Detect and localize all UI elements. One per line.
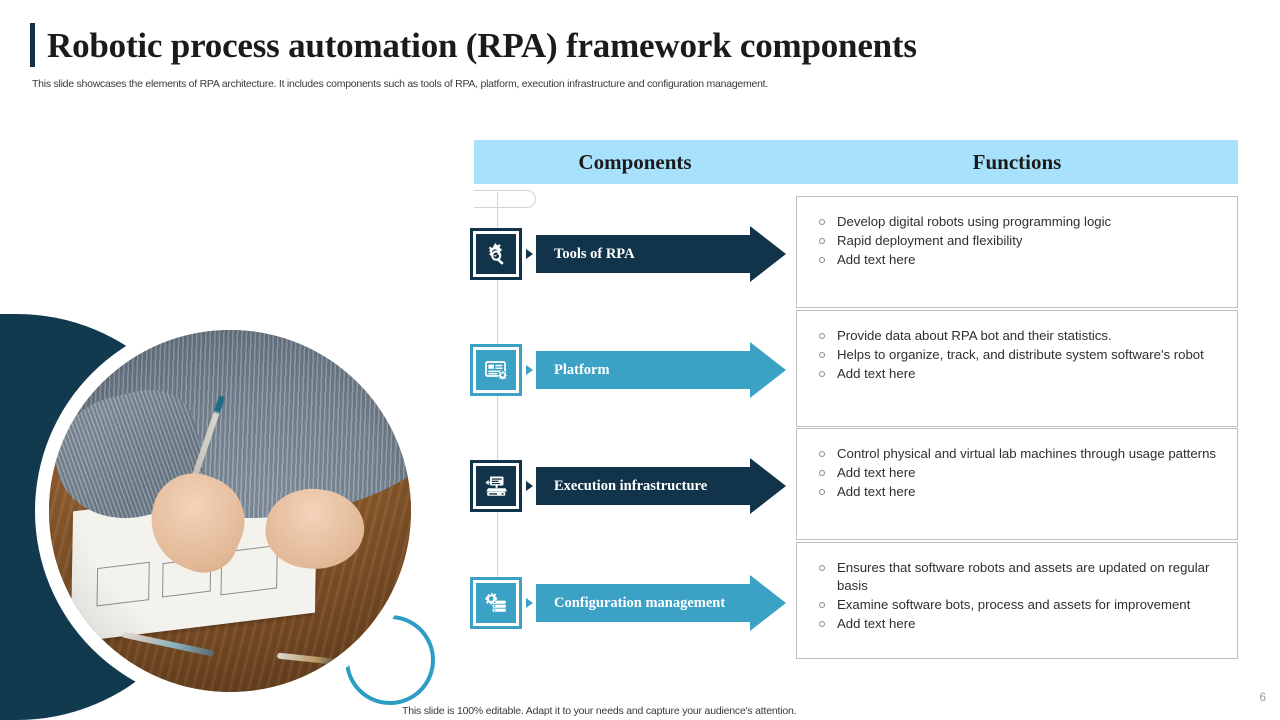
row-connector-arrow (522, 598, 536, 608)
component-arrow-wrap: Tools of RPA (536, 226, 790, 282)
photo-vignette (49, 330, 411, 692)
icon-box-tools-of-rpa (470, 228, 522, 280)
title-bar: Robotic process automation (RPA) framewo… (30, 22, 1250, 68)
gear-magnifier-icon (476, 234, 516, 274)
function-item: Control physical and virtual lab machine… (811, 445, 1223, 463)
function-item: Add text here (811, 251, 1223, 269)
photo-frame (35, 316, 425, 706)
component-arrow-head (750, 226, 786, 282)
functions-cell: Ensures that software robots and assets … (796, 542, 1238, 659)
component-label: Platform (554, 361, 610, 378)
page-subtitle: This slide showcases the elements of RPA… (32, 78, 769, 90)
title-accent-bar (30, 23, 35, 67)
functions-cell: Control physical and virtual lab machine… (796, 428, 1238, 540)
function-item: Rapid deployment and flexibility (811, 232, 1223, 250)
table-row[interactable]: Platform (470, 340, 790, 400)
component-label: Execution infrastructure (554, 477, 708, 494)
column-header-functions: Functions (972, 149, 1062, 174)
component-arrow-head (750, 342, 786, 398)
component-arrow-head (750, 458, 786, 514)
functions-cell: Provide data about RPA bot and their sta… (796, 310, 1238, 427)
component-label: Configuration management (554, 594, 726, 611)
row-connector-arrow (522, 249, 536, 259)
page-number: 6 (1259, 690, 1266, 704)
gear-database-icon (476, 583, 516, 623)
component-arrow-body[interactable]: Configuration management (536, 584, 754, 622)
row-connector-arrow (522, 481, 536, 491)
icon-box-execution-infrastructure (470, 460, 522, 512)
component-arrow-wrap: Platform (536, 342, 790, 398)
icon-box-platform (470, 344, 522, 396)
table-row[interactable]: Tools of RPA (470, 224, 790, 284)
function-item: Provide data about RPA bot and their sta… (811, 327, 1223, 345)
row-connector-arrow (522, 365, 536, 375)
connector-elbow (474, 190, 536, 208)
column-header-components: Components (578, 149, 692, 174)
component-arrow-body[interactable]: Platform (536, 351, 754, 389)
dashboard-gear-icon (476, 350, 516, 390)
connector-spine-line (497, 192, 498, 612)
function-item: Develop digital robots using programming… (811, 213, 1223, 231)
functions-list: Ensures that software robots and assets … (811, 559, 1223, 633)
function-item: Ensures that software robots and assets … (811, 559, 1223, 595)
footer-note: This slide is 100% editable. Adapt it to… (402, 705, 797, 717)
table-row[interactable]: Execution infrastructure (470, 456, 790, 516)
function-item: Add text here (811, 365, 1223, 383)
table-row[interactable]: Configuration management (470, 573, 790, 633)
component-arrow-head (750, 575, 786, 631)
component-arrow-wrap: Execution infrastructure (536, 458, 790, 514)
icon-box-configuration-management (470, 577, 522, 629)
functions-cell: Develop digital robots using programming… (796, 196, 1238, 308)
decorative-photo-group (0, 300, 460, 720)
function-item: Examine software bots, process and asset… (811, 596, 1223, 614)
component-arrow-body[interactable]: Execution infrastructure (536, 467, 754, 505)
page-title: Robotic process automation (RPA) framewo… (47, 25, 917, 65)
function-item: Add text here (811, 483, 1223, 501)
function-item: Add text here (811, 464, 1223, 482)
server-monitor-icon (476, 466, 516, 506)
function-item: Add text here (811, 615, 1223, 633)
functions-list: Control physical and virtual lab machine… (811, 445, 1223, 501)
functions-list: Develop digital robots using programming… (811, 213, 1223, 269)
component-label: Tools of RPA (554, 245, 635, 262)
function-item: Helps to organize, track, and distribute… (811, 346, 1223, 364)
functions-list: Provide data about RPA bot and their sta… (811, 327, 1223, 383)
component-arrow-wrap: Configuration management (536, 575, 790, 631)
component-arrow-body[interactable]: Tools of RPA (536, 235, 754, 273)
table-header-row: Components Functions (474, 140, 1238, 184)
photo-circle (49, 330, 411, 692)
